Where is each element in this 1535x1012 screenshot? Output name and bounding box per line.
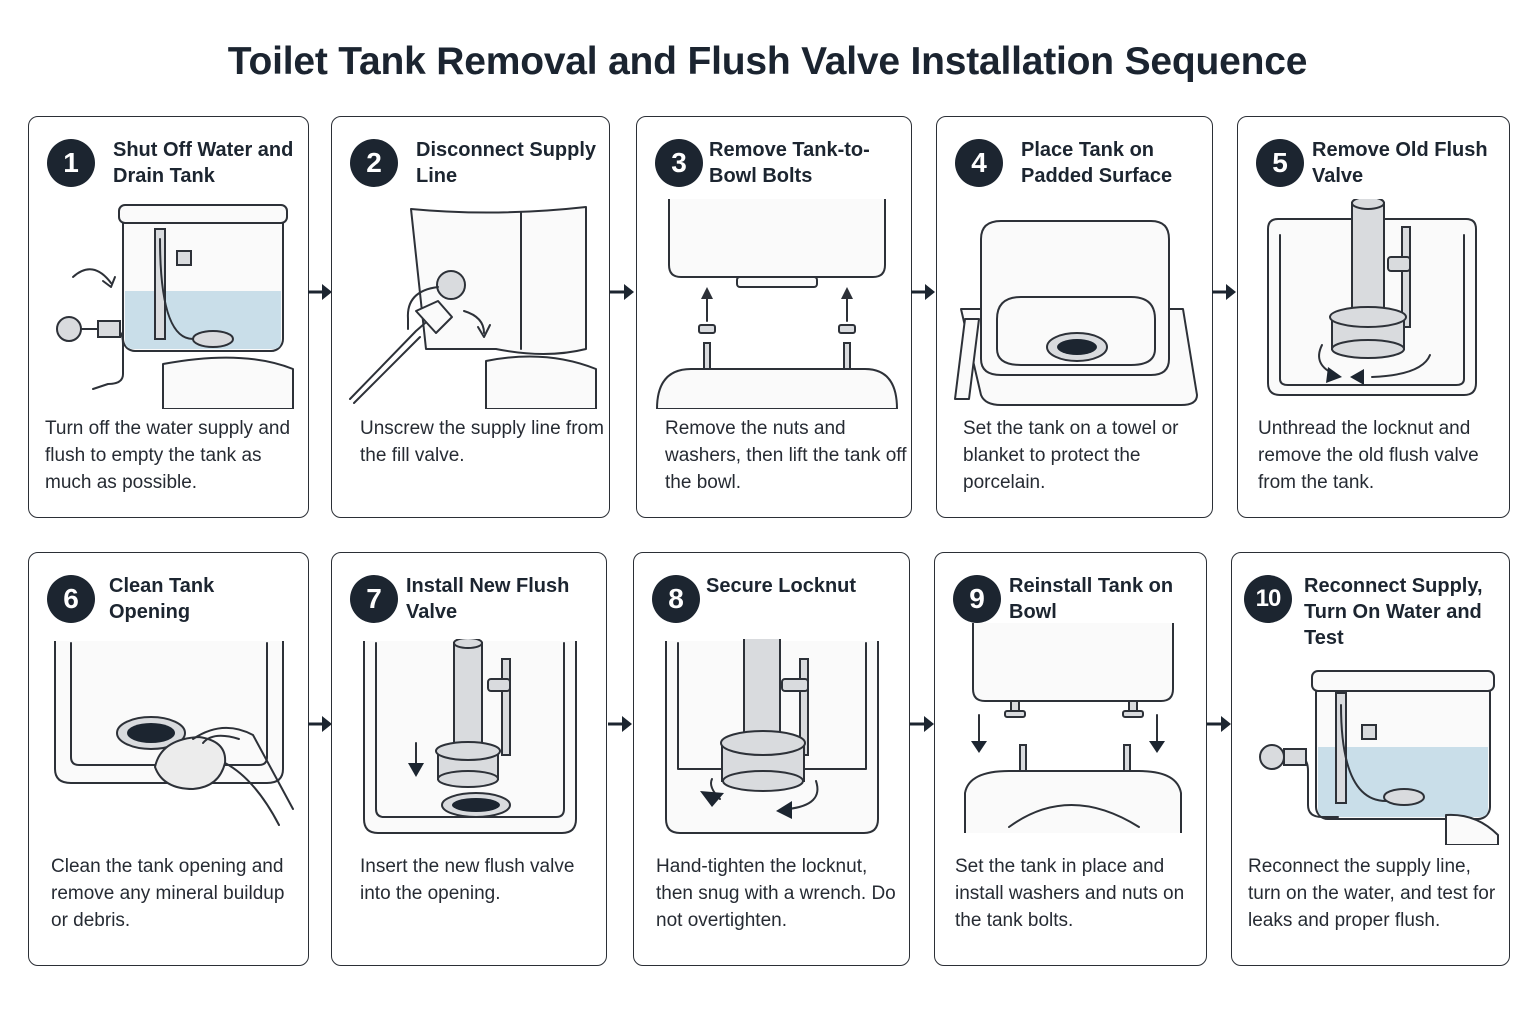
arrow-right-icon — [308, 716, 332, 732]
arrow-right-icon — [1212, 284, 1236, 300]
secure-locknut-illustration — [665, 639, 879, 834]
step-description: Set the tank in place and install washer… — [955, 856, 1185, 931]
step-title: Reconnect Supply, Turn On Water and Test — [1304, 575, 1483, 649]
step-number-badge: 9 — [953, 575, 1001, 623]
step-title: Clean Tank Opening — [109, 575, 215, 623]
step-card-6: 6 Clean Tank Opening Clean the tank open… — [28, 552, 309, 966]
step-number-badge: 10 — [1244, 575, 1292, 623]
step-number-badge: 6 — [47, 575, 95, 623]
shutoff-valve-illustration — [56, 204, 294, 409]
step-number-badge: 5 — [1256, 139, 1304, 187]
step-title: Shut Off Water and Drain Tank — [113, 139, 294, 187]
arrow-right-icon — [610, 284, 634, 300]
step-card-8: 8 Secure Locknut Hand-tighten the locknu… — [633, 552, 910, 966]
step-title: Disconnect Supply Line — [416, 139, 597, 187]
step-description: Unthread the locknut and remove the old … — [1258, 418, 1479, 493]
step-number-badge: 4 — [955, 139, 1003, 187]
step-description: Clean the tank opening and remove any mi… — [51, 856, 285, 931]
step-title: Remove Old Flush Valve — [1312, 139, 1488, 187]
step-title: Secure Locknut — [706, 575, 857, 597]
page-title: Toilet Tank Removal and Flush Valve Inst… — [227, 40, 1308, 83]
clean-tank-opening-illustration — [54, 641, 294, 826]
step-number-badge: 7 — [350, 575, 398, 623]
step-number-badge: 8 — [652, 575, 700, 623]
step-card-7: 7 Install New Flush Valve Insert the new… — [331, 552, 607, 966]
reinstall-tank-illustration — [964, 623, 1182, 833]
step-description: Remove the nuts and washers, then lift t… — [665, 418, 907, 493]
tank-on-towel-illustration — [954, 220, 1198, 406]
step-card-5: 5 Remove Old Flush Valve Unthread the lo… — [1237, 116, 1510, 518]
step-description: Unscrew the supply line from the fill va… — [360, 418, 604, 466]
remove-flush-valve-illustration — [1267, 199, 1477, 396]
arrow-right-icon — [910, 716, 934, 732]
arrow-right-icon — [1207, 716, 1231, 732]
step-card-3: 3 Remove Tank-to-Bowl Bolts Remove the n… — [636, 116, 912, 518]
step-title: Install New Flush Valve — [406, 575, 570, 623]
step-title: Place Tank on Padded Surface — [1021, 139, 1173, 187]
tank-lift-off-bolts-illustration — [656, 199, 898, 409]
step-number-badge: 2 — [350, 139, 398, 187]
step-card-1: 1 Shut Off Water and Drain Tank Turn off… — [28, 116, 309, 518]
step-title: Remove Tank-to-Bowl Bolts — [709, 139, 870, 187]
arrow-right-icon — [911, 284, 935, 300]
step-description: Set the tank on a towel or blanket to pr… — [963, 418, 1179, 493]
step-number-badge: 1 — [47, 139, 95, 187]
step-description: Reconnect the supply line, turn on the w… — [1248, 856, 1496, 931]
step-card-4: 4 Place Tank on Padded Surface Set the t… — [936, 116, 1213, 518]
step-card-2: 2 Disconnect Supply Line Unscrew the sup… — [331, 116, 610, 518]
step-card-10: 10 Reconnect Supply, Turn On Water and T… — [1231, 552, 1510, 966]
step-description: Turn off the water supply and flush to e… — [45, 418, 291, 493]
step-description: Insert the new flush valve into the open… — [360, 856, 575, 904]
wrench-supply-line-illustration — [349, 206, 597, 409]
reconnect-supply-illustration — [1259, 670, 1499, 845]
step-card-9: 9 Reinstall Tank on Bowl Set the tank in… — [934, 552, 1207, 966]
step-title: Reinstall Tank on Bowl — [1009, 575, 1174, 623]
arrow-right-icon — [308, 284, 332, 300]
step-description: Hand-tighten the locknut, then snug with… — [656, 856, 896, 931]
install-flush-valve-illustration — [363, 639, 577, 834]
arrow-right-icon — [608, 716, 632, 732]
step-number-badge: 3 — [655, 139, 703, 187]
